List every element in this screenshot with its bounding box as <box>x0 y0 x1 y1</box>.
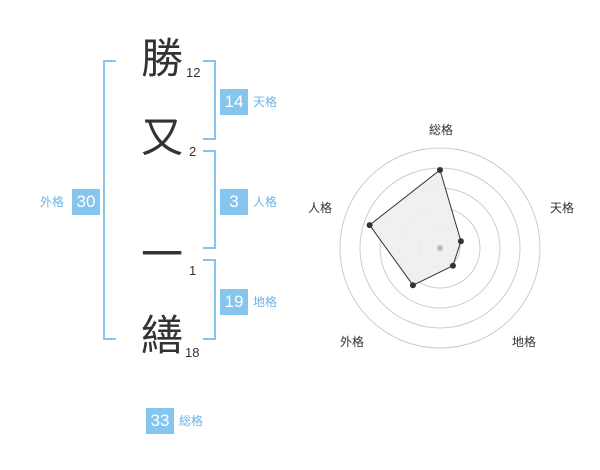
stroke-count-1: 12 <box>186 65 201 80</box>
tenkaku-value: 14 <box>220 89 248 115</box>
chikaku-label: 地格 <box>253 295 278 309</box>
tenkaku-label: 天格 <box>253 95 278 109</box>
tenkaku-bracket <box>203 60 216 140</box>
stroke-count-4: 18 <box>185 345 200 360</box>
gaikaku-bracket <box>103 60 116 340</box>
chikaku-value: 19 <box>220 289 248 315</box>
soukaku-value: 33 <box>146 408 174 434</box>
jinkaku-label: 人格 <box>253 195 278 209</box>
radar-area <box>368 169 462 286</box>
name-char-3: 一 <box>140 230 183 279</box>
jinkaku-bracket <box>203 150 216 249</box>
jinkaku-value: 3 <box>220 189 248 215</box>
gaikaku-value: 30 <box>72 189 100 215</box>
radar-point <box>437 167 443 173</box>
radar-axis-label-chikaku: 地格 <box>512 334 536 349</box>
soukaku-label: 総格 <box>179 414 204 428</box>
radar-axis-label-gaikaku: 外格 <box>340 334 364 349</box>
stroke-count-3: 1 <box>189 263 197 278</box>
radar-chart: 総格 天格 地格 外格 人格 <box>308 122 574 349</box>
radar-points <box>366 167 464 289</box>
name-char-4: 繕 <box>140 311 183 360</box>
radar-axis-label-jinkaku: 人格 <box>308 200 332 215</box>
name-char-2: 又 <box>140 113 183 162</box>
name-char-1: 勝 <box>140 34 183 83</box>
radar-axis-label-soukaku: 総格 <box>429 122 453 137</box>
radar-point <box>409 282 416 289</box>
gaikaku-label: 外格 <box>40 195 65 209</box>
radar-axis-label-tenkaku: 天格 <box>550 200 574 215</box>
radar-ring <box>339 147 541 349</box>
chikaku-bracket <box>203 259 216 340</box>
stroke-count-2: 2 <box>189 144 197 159</box>
radar-point <box>449 262 456 269</box>
radar-point <box>457 238 464 245</box>
radar-point <box>366 222 373 229</box>
radar-center-dot <box>437 245 443 251</box>
